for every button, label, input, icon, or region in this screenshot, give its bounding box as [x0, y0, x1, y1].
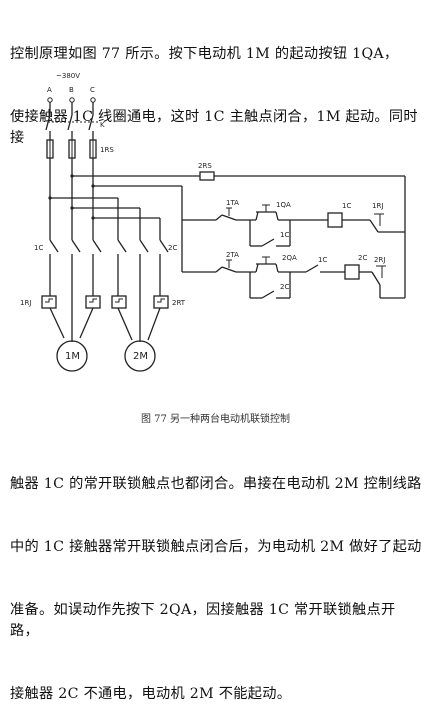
control-branch-1: 1TA 1QA 1C 1C 1RJ	[182, 199, 405, 247]
intro-paragraph: 控制原理如图 77 所示。按下电动机 1M 的起动按钮 1QA， 使接触器 1C…	[10, 2, 424, 170]
thermal-2-label: 2RT	[172, 299, 186, 307]
intro-line-2: 使接触器 1C 线圈通电，这时 1C 主触点闭合，1M 起动。同时接	[10, 109, 418, 146]
phase-a-label: A	[47, 86, 52, 94]
stop-button-label: 1TA	[226, 199, 239, 207]
contactor-2-contacts: 2C	[117, 239, 177, 262]
contactor-1-contacts: 1C	[34, 239, 102, 262]
start-2-label: 2QA	[282, 254, 297, 262]
relay-1-label: 1RJ	[372, 202, 383, 210]
phase-terminals	[47, 97, 96, 103]
control-wiring: 2RS	[70, 162, 406, 298]
body-line-3: 准备。如误动作先按下 2QA，因接触器 1C 常开联锁触点开路，	[10, 602, 396, 639]
body-line-4: 接触器 2C 不通电，电动机 2M 不能起动。	[10, 686, 292, 702]
hold-2-label: 2C	[280, 283, 289, 291]
figure-caption: 图 77 另一种两台电动机联锁控制	[140, 414, 291, 425]
main-switch: K	[45, 102, 105, 140]
circuit-diagram: ~380V A B C K 1RS	[20, 72, 406, 372]
body-line-2: 中的 1C 接触器常开联锁触点闭合后，为电动机 2M 做好了起动	[10, 539, 422, 555]
control-branch-2: 2TA 2QA 1C 2C 2C 2RJ	[182, 251, 405, 299]
motor-2-label: 2M	[133, 351, 148, 362]
power-bus	[48, 158, 161, 240]
coil-1-label: 1C	[342, 202, 351, 210]
main-switch-label: K	[100, 121, 105, 129]
phase-b-label: B	[69, 86, 74, 94]
ctrl-fuse-label: 2RS	[198, 162, 212, 170]
fuses-1rs: 1RS	[46, 139, 114, 159]
supply-label: ~380V	[56, 72, 80, 80]
thermal-relays: 1RJ 2RT	[20, 262, 186, 330]
phase-c-label: C	[90, 86, 95, 94]
stop-2-label: 2TA	[226, 251, 239, 259]
contactor-2-label: 2C	[168, 244, 177, 252]
relay-2-label: 2RJ	[374, 256, 385, 264]
contactor-1-label: 1C	[34, 244, 43, 252]
start-1-label: 1QA	[276, 201, 291, 209]
intro-line-1: 控制原理如图 77 所示。按下电动机 1M 的起动按钮 1QA，	[10, 46, 399, 62]
interlock-label: 1C	[318, 256, 327, 264]
explanation-paragraph: 触器 1C 的常开联锁触点也都闭合。串接在电动机 2M 控制线路 中的 1C 接…	[10, 432, 424, 726]
motor-1-label: 1M	[65, 351, 80, 362]
body-line-1: 触器 1C 的常开联锁触点也都闭合。串接在电动机 2M 控制线路	[10, 476, 422, 492]
coil-2-label: 2C	[358, 254, 367, 262]
motor-1: 1M	[49, 307, 94, 372]
hold-1-label: 1C	[280, 231, 289, 239]
thermal-1-label: 1RJ	[20, 299, 31, 307]
motor-2: 2M	[117, 307, 161, 372]
fuse-label: 1RS	[100, 146, 114, 154]
